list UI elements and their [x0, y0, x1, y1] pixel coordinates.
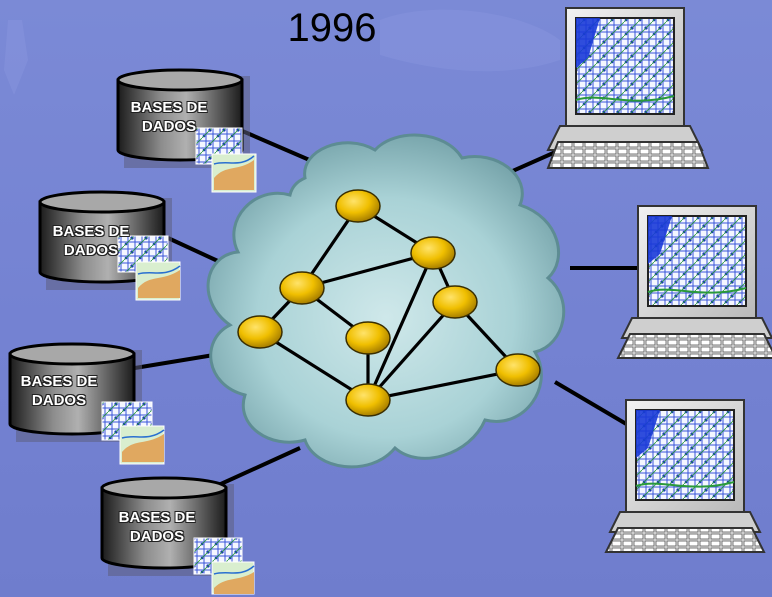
network-node-icon [495, 353, 541, 387]
database-label-line2: DADOS [31, 392, 87, 409]
year-title: 1996 [287, 6, 377, 50]
link-db4 [211, 446, 301, 490]
database-label-line1: BASES DE [52, 223, 130, 240]
computer-workstation-icon [546, 7, 710, 169]
computer-workstation-icon [616, 205, 772, 359]
database-label-line1: BASES DE [118, 509, 196, 526]
database-cylinder-2 [38, 190, 181, 301]
mesh-link [259, 330, 369, 402]
network-nodes [237, 189, 541, 417]
network-node-icon [432, 285, 478, 319]
database-label-4: BASES DE DADOS [102, 508, 212, 546]
mesh-link [301, 251, 434, 290]
database-label-line2: DADOS [129, 528, 185, 545]
database-cylinder-3 [8, 342, 165, 465]
network-node-icon [237, 315, 283, 349]
mesh-link [366, 300, 457, 402]
background-silhouette [4, 9, 560, 95]
link-db2 [167, 236, 221, 264]
database-label-2: BASES DE DADOS [36, 222, 146, 260]
mesh-link [366, 252, 435, 401]
link-ws3 [553, 380, 630, 427]
network-node-icon [345, 321, 391, 355]
network-node-icon [279, 271, 325, 305]
computer-workstation-icon [604, 399, 766, 553]
database-label-1: BASES DE DADOS [114, 98, 224, 136]
network-node-icon [410, 236, 456, 270]
database-label-line1: BASES DE [130, 99, 208, 116]
network-node-icon [345, 383, 391, 417]
network-cloud-icon [206, 133, 566, 469]
mesh-link [367, 368, 519, 402]
database-label-3: BASES DE DADOS [4, 372, 114, 410]
database-label-line2: DADOS [141, 118, 197, 135]
database-label-line1: BASES DE [20, 373, 98, 390]
database-cylinder-4 [100, 476, 255, 595]
database-cylinder-1 [116, 68, 257, 193]
network-node-icon [335, 189, 381, 223]
database-label-line2: DADOS [63, 242, 119, 259]
